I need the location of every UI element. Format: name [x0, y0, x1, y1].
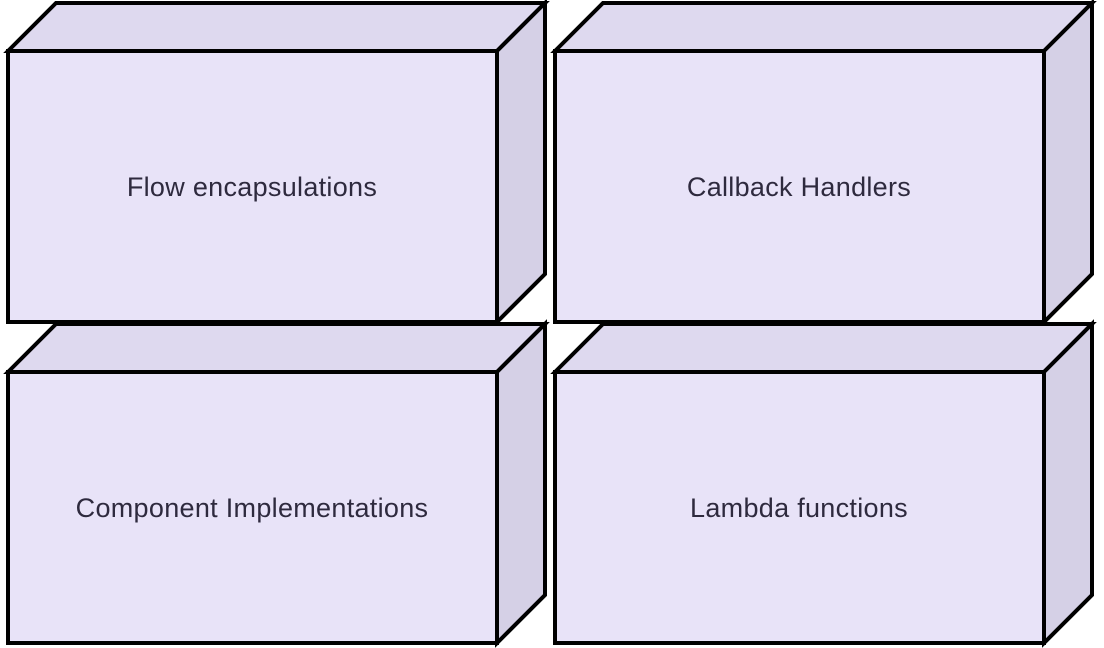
box-top-face — [550, 1, 1097, 53]
box-top-face — [550, 322, 1097, 374]
box-side-face — [1042, 319, 1094, 648]
node-label: Flow encapsulations — [127, 172, 377, 202]
box-top-face — [3, 1, 550, 53]
box-top-face — [3, 322, 550, 374]
box-side-face — [495, 319, 547, 648]
node-flow-encapsulations: Flow encapsulations — [3, 0, 550, 327]
box-side-face — [495, 0, 547, 327]
node-label: Component Implementations — [76, 493, 429, 523]
box-front-face — [553, 49, 1046, 324]
box-front-face — [553, 370, 1046, 645]
node-label: Lambda functions — [690, 493, 908, 523]
box-side-face — [1042, 0, 1094, 327]
box-front-face — [6, 49, 499, 324]
node-lambda-functions: Lambda functions — [550, 319, 1097, 648]
node-label: Callback Handlers — [687, 172, 911, 202]
box-front-face — [6, 370, 499, 645]
node-callback-handlers: Callback Handlers — [550, 0, 1097, 327]
node-component-implementations: Component Implementations — [3, 319, 550, 648]
